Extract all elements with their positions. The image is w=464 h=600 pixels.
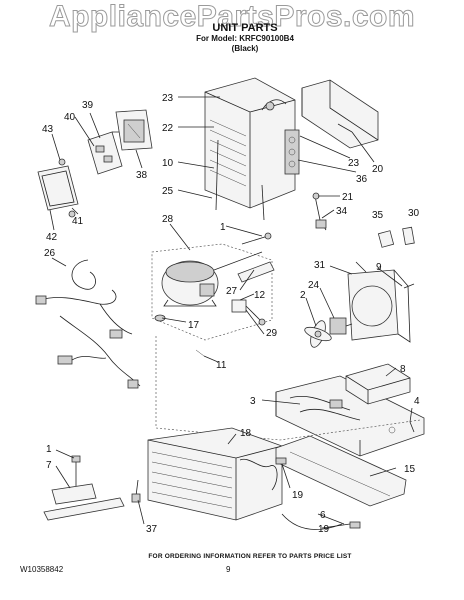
callout: 38 xyxy=(136,170,148,181)
tubing-drawing xyxy=(281,513,343,530)
callout: 28 xyxy=(162,214,174,225)
drier-drawing xyxy=(237,261,275,283)
fan-motor-drawing xyxy=(329,317,353,335)
callout: 17 xyxy=(188,320,200,331)
defrost-bracket-drawing xyxy=(43,455,125,521)
callout: 34 xyxy=(336,206,348,217)
callout: 21 xyxy=(342,192,354,203)
callout: 1 xyxy=(46,444,52,455)
fan-blade-drawing xyxy=(304,320,332,348)
leader-lines xyxy=(49,96,413,529)
fan-shroud-drawing xyxy=(347,261,411,343)
clip-19-drawing xyxy=(275,457,361,529)
callout: 41 xyxy=(72,216,84,227)
page-number: 9 xyxy=(226,565,231,574)
model-number: For Model: KRFC90100B4 xyxy=(196,34,294,43)
callout: 26 xyxy=(44,248,56,259)
ordering-info-footer: FOR ORDERING INFORMATION REFER TO PARTS … xyxy=(148,553,352,560)
callout: 23 xyxy=(348,158,360,169)
callout: 4 xyxy=(414,396,420,407)
callout: 2 xyxy=(300,290,306,301)
enclosure-outline xyxy=(155,336,421,441)
control-box-drawing xyxy=(345,363,411,405)
thermistor-drawing xyxy=(377,226,415,248)
screw-4-drawing xyxy=(409,421,415,433)
condenser-drawing xyxy=(204,77,300,221)
callout: 8 xyxy=(400,364,406,375)
callout: 11 xyxy=(216,360,227,371)
diagram-title: UNIT PARTS xyxy=(212,22,278,34)
callout: 7 xyxy=(46,460,52,471)
callout: 15 xyxy=(404,464,416,475)
callout: 35 xyxy=(372,210,384,221)
callout: 3 xyxy=(250,396,256,407)
callout: 27 xyxy=(226,286,238,297)
callout: 42 xyxy=(46,232,58,243)
callout: 12 xyxy=(254,290,266,301)
callout: 30 xyxy=(408,208,420,219)
grommet-drawing xyxy=(154,314,205,357)
compressor-drawing xyxy=(151,232,273,341)
callout: 24 xyxy=(308,280,320,291)
condenser-shroud-drawing xyxy=(301,79,379,149)
callout: 43 xyxy=(42,124,54,135)
base-pan-drawing xyxy=(275,375,425,457)
callout: 37 xyxy=(146,524,158,535)
board-cover-drawing xyxy=(37,158,79,218)
callout: 10 xyxy=(162,158,174,169)
callout: 18 xyxy=(240,428,252,439)
relay-drawing xyxy=(231,299,266,326)
callout: 19 xyxy=(318,524,330,535)
callout: 23 xyxy=(162,93,174,104)
callout: 9 xyxy=(376,262,382,273)
callout-labels: 23 22 10 25 20 23 36 21 34 35 30 39 40 4… xyxy=(42,93,420,535)
document-number: W10358842 xyxy=(20,565,64,574)
callout: 36 xyxy=(356,174,368,185)
callout: 22 xyxy=(162,123,174,134)
evaporator-drawing xyxy=(147,427,283,521)
callout: 40 xyxy=(64,112,76,123)
callout: 6 xyxy=(320,510,326,521)
screw-9-drawing xyxy=(403,283,415,289)
tube-clamp-drawing xyxy=(312,192,327,231)
board-bracket-drawing xyxy=(115,109,153,151)
watermark-text: AppliancePartsPros.com xyxy=(48,0,416,34)
callout: 39 xyxy=(82,100,94,111)
callout: 19 xyxy=(292,490,304,501)
callout: 20 xyxy=(372,164,384,175)
wire-harness-drawing xyxy=(35,259,141,389)
callout: 31 xyxy=(314,260,326,271)
drain-tube-drawing xyxy=(131,479,141,503)
callout: 1 xyxy=(220,222,226,233)
callout: 25 xyxy=(162,186,174,197)
model-color: (Black) xyxy=(231,44,259,53)
callout: 29 xyxy=(266,328,278,339)
